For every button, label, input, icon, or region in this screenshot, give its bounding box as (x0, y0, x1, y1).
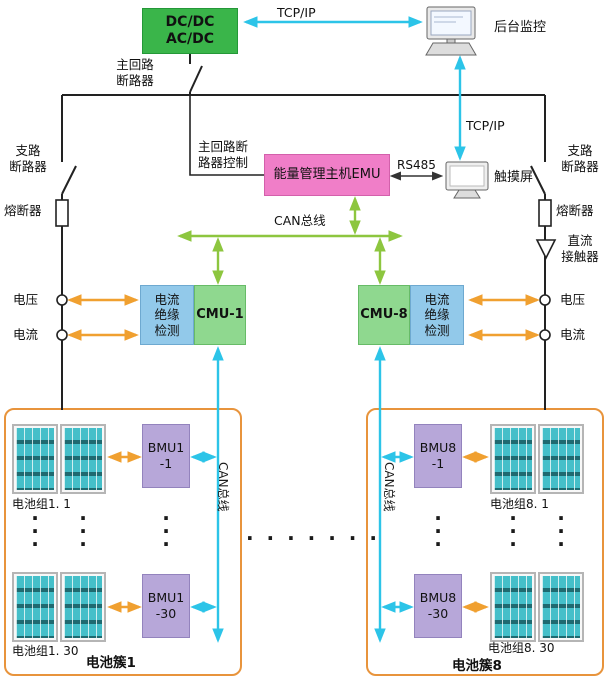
battery-cells (64, 576, 102, 638)
voltage-tap-right (539, 294, 551, 306)
voltage-tap-left (56, 294, 68, 306)
fuse-symbol-left (55, 199, 69, 227)
branch-breaker-label-left: 支路 断路器 (9, 143, 47, 175)
fuse-label-right: 熔断器 (556, 203, 594, 218)
vertical-ellipsis: · · · (79, 506, 87, 556)
tcp-ip-label-mid: TCP/IP (466, 118, 505, 133)
tcp-rs485-links (243, 16, 466, 181)
current-label-left: 电流 (13, 327, 39, 342)
cmu-8-box: CMU-8 (358, 285, 410, 345)
battery-group-label-bottom-right: 电池组8. 30 (488, 641, 555, 655)
vertical-ellipsis: · · · (557, 506, 565, 556)
battery-pack-icon (538, 424, 584, 494)
computer-icon (425, 6, 477, 56)
battery-cells (494, 576, 532, 638)
vertical-ellipsis: · · · (509, 506, 517, 556)
bmu-8-30-box: BMU8 -30 (414, 574, 462, 638)
battery-group-label-top-right: 电池组8. 1 (490, 497, 549, 511)
current-tap-right (539, 329, 551, 341)
bmu-1-30-box: BMU1 -30 (142, 574, 190, 638)
vertical-ellipsis: · · · (434, 506, 442, 556)
battery-cells (64, 428, 102, 490)
vertical-ellipsis: · · · (31, 506, 39, 556)
battery-cells (542, 576, 580, 638)
battery-pack-icon (12, 424, 58, 494)
battery-cells (494, 428, 532, 490)
cmu-1-box: CMU-1 (194, 285, 246, 345)
voltage-label-right: 电压 (560, 292, 586, 307)
fuse-label-left: 熔断器 (4, 203, 42, 218)
backend-monitor-label: 后台监控 (494, 20, 547, 35)
horizontal-ellipsis: · · · · · · · (246, 526, 380, 550)
breaker-control-label: 主回路断 路器控制 (197, 139, 248, 171)
insulation-detect-box-right: 电流 绝缘 检测 (410, 285, 464, 345)
fuse-symbol-right (538, 199, 552, 227)
can-bus-label-cluster-left: CAN总线 (216, 462, 230, 512)
breaker-fuse-symbols (55, 199, 557, 341)
battery-pack-icon (60, 572, 106, 642)
current-label-right: 电流 (560, 327, 586, 342)
can-bus-label-main: CAN总线 (274, 213, 326, 228)
bmu-8-1-box: BMU8 -1 (414, 424, 462, 488)
voltage-label-left: 电压 (13, 292, 39, 307)
bmu-1-1-box: BMU1 -1 (142, 424, 190, 488)
cluster-1-title: 电池簇1 (86, 655, 136, 671)
tcp-ip-label-top: TCP/IP (277, 5, 316, 20)
battery-cells (16, 428, 54, 490)
dc-contactor-symbol (535, 239, 557, 260)
battery-pack-icon (538, 572, 584, 642)
power-bus-lines (61, 54, 546, 410)
battery-pack-icon (12, 572, 58, 642)
main-breaker-label: 主回路 断路器 (116, 57, 154, 89)
can-bus-links (177, 196, 414, 643)
measure-signal-links (67, 294, 540, 613)
emu-box: 能量管理主机EMU (264, 154, 390, 196)
touchscreen-label: 触摸屏 (494, 170, 534, 185)
current-tap-left (56, 329, 68, 341)
battery-pack-icon (490, 572, 536, 642)
battery-group-label-top-left: 电池组1. 1 (12, 497, 71, 511)
branch-breaker-label-right: 支路 断路器 (561, 143, 599, 175)
vertical-ellipsis: · · · (162, 506, 170, 556)
battery-cells (542, 428, 580, 490)
cluster-8-title: 电池簇8 (452, 658, 502, 674)
insulation-detect-box-left: 电流 绝缘 检测 (140, 285, 194, 345)
battery-pack-icon (60, 424, 106, 494)
converter-box: DC/DC AC/DC (142, 8, 238, 54)
battery-group-label-bottom-left: 电池组1. 30 (12, 644, 79, 658)
battery-cells (16, 576, 54, 638)
rs485-label: RS485 (397, 158, 436, 172)
can-bus-label-cluster-right: CAN总线 (382, 462, 396, 512)
touchscreen-icon (445, 161, 489, 199)
battery-pack-icon (490, 424, 536, 494)
dc-contactor-label: 直流 接触器 (561, 233, 599, 265)
